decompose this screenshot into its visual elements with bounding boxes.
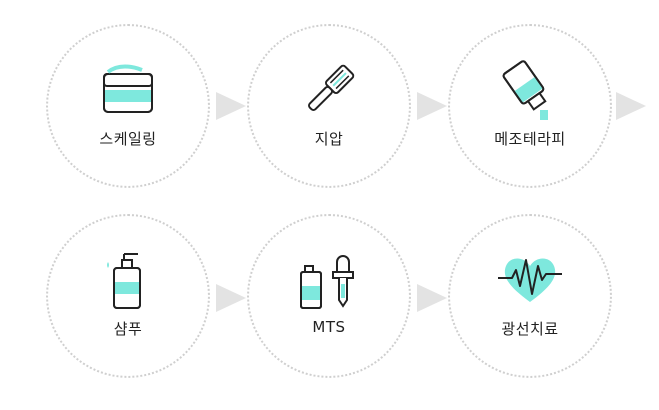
heartbeat-icon [498,258,562,302]
cream-jar-icon [103,64,153,113]
arrow-icon [417,92,447,120]
tube-icon [502,60,548,120]
step-mesotherapy: 메조테라피 [448,24,612,188]
step-label: 지압 [314,130,344,148]
arrow-icon [616,92,646,120]
step-label: 스케일링 [99,130,157,148]
arrow-icon [216,284,246,312]
step-label: 샴푸 [113,320,143,338]
step-light-therapy: 광선치료 [448,214,612,378]
arrow-icon [417,284,447,312]
arrow-icon [216,92,246,120]
bottle-dropper-icon [300,255,354,309]
step-label: 광선치료 [501,320,559,338]
step-scaling: 스케일링 [46,24,210,188]
pump-bottle-icon [107,253,141,309]
step-mts: MTS [247,214,411,378]
brush-icon [308,64,355,111]
step-label: MTS [312,318,346,336]
step-shampoo: 샴푸 [46,214,210,378]
step-acupressure: 지압 [247,24,411,188]
step-label: 메조테라피 [494,130,566,148]
